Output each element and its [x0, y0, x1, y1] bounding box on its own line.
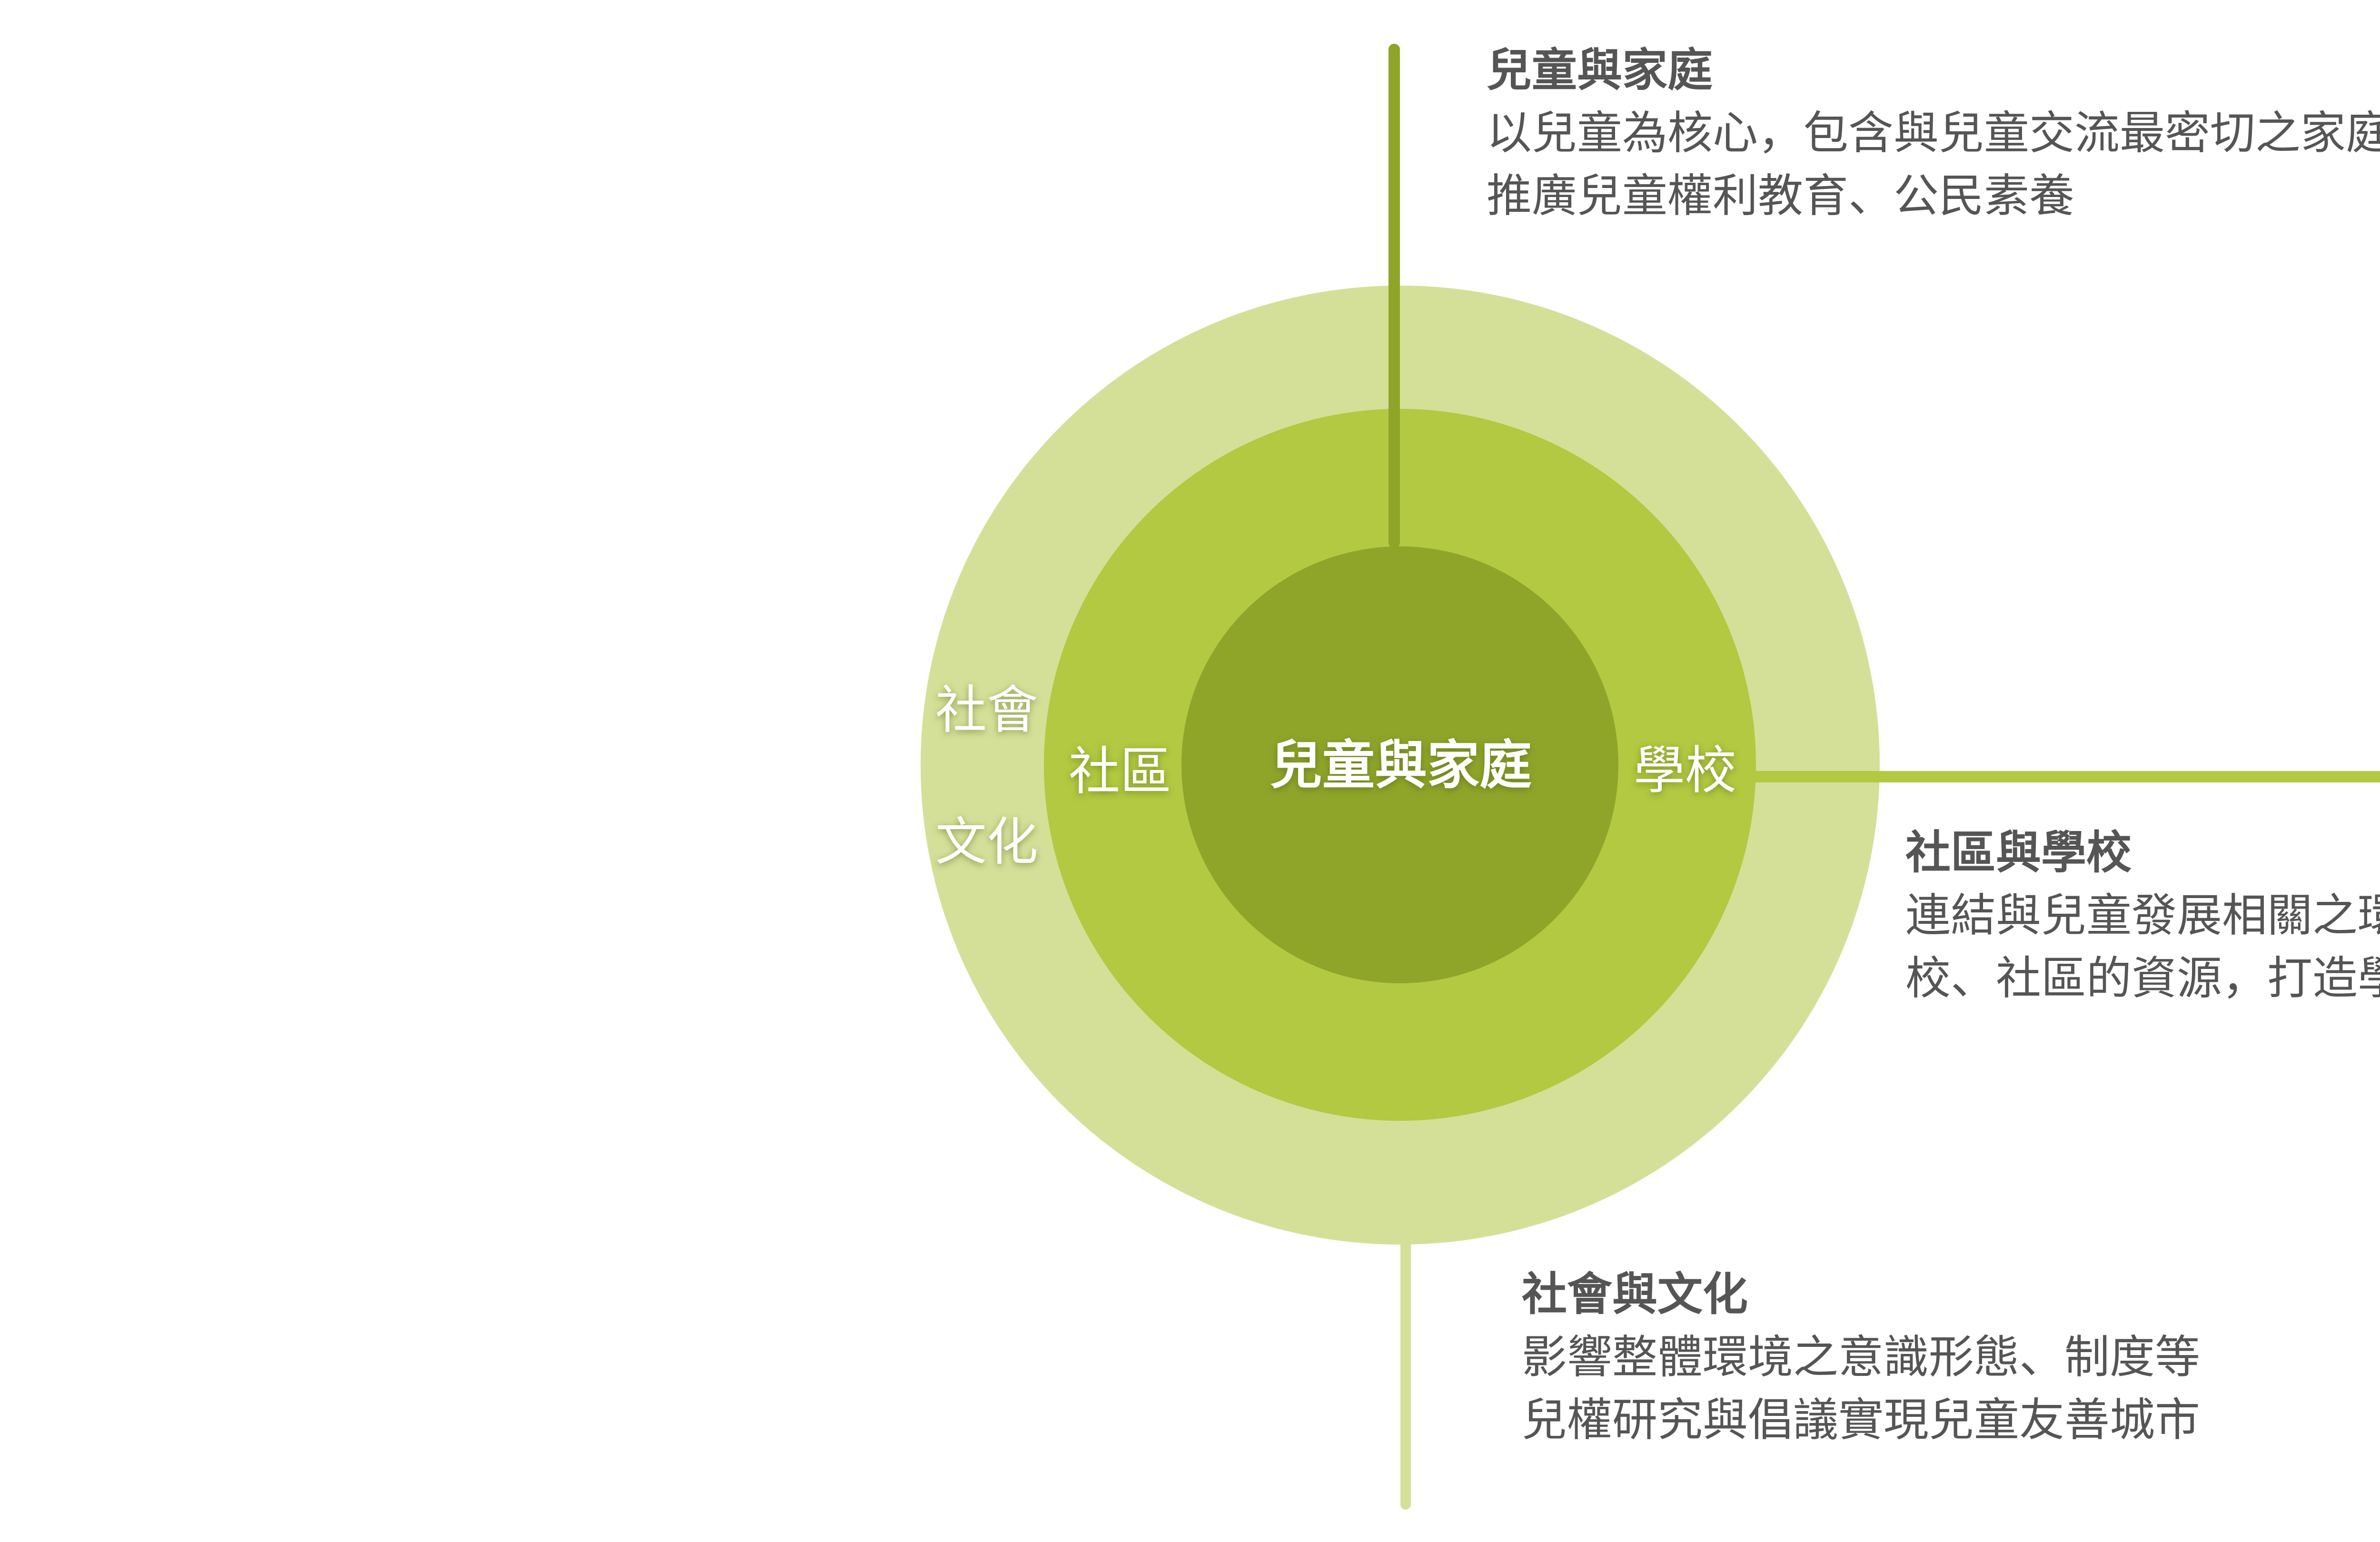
description-line: 影響整體環境之意識形態、制度等 [1522, 1331, 2201, 1384]
inner-circle-child-family [1181, 546, 1618, 983]
description-society-culture: 社會與文化 影響整體環境之意識形態、制度等 兒權研究與倡議實現兒童友善城市 [1522, 1263, 2200, 1452]
ring-label-school: 學校 [1634, 741, 1737, 801]
connector-line-family-overlay [1388, 44, 1400, 548]
description-community-school: 社區與學校 連結與兒童發展相關之環境，包含學 校、社區的資源，打造學習成長環境 [1905, 821, 2380, 1010]
ring-label-culture: 文化 [935, 812, 1039, 872]
center-label: 兒童與家庭 [1270, 735, 1532, 796]
description-line: 以兒童為核心，包含與兒童交流最密切之家庭 [1487, 107, 2380, 159]
connector-line-society-culture [1400, 1228, 1411, 1510]
description-line: 連結與兒童發展相關之環境，包含學 [1905, 890, 2380, 942]
description-title: 社會與文化 [1522, 1268, 1748, 1321]
description-title: 兒童與家庭 [1487, 44, 1713, 97]
ring-label-community: 社區 [1069, 742, 1172, 801]
description-line: 推廣兒童權利教育、公民素養 [1487, 170, 2075, 222]
description-line: 校、社區的資源，打造學習成長環境 [1905, 952, 2380, 1005]
connector-line-community-school [1742, 771, 2380, 782]
ring-label-society: 社會 [935, 681, 1039, 740]
description-family: 兒童與家庭 以兒童為核心，包含與兒童交流最密切之家庭 推廣兒童權利教育、公民素養 [1487, 39, 2380, 227]
description-title: 社區與學校 [1905, 827, 2132, 879]
description-line: 兒權研究與倡議實現兒童友善城市 [1522, 1394, 2201, 1446]
